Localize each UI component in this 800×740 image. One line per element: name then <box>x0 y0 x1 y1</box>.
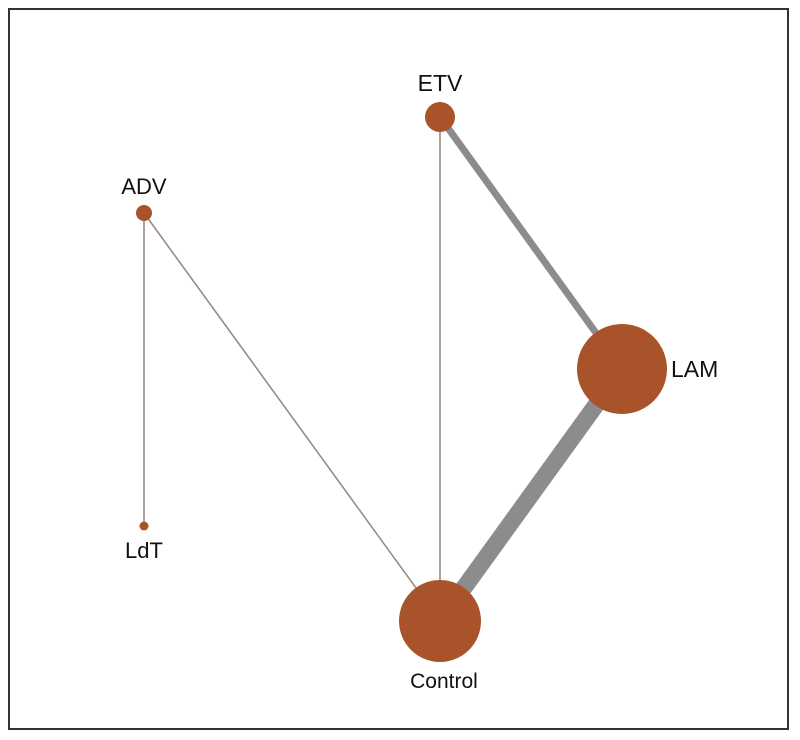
node-lam <box>577 324 667 414</box>
edge-lam-control <box>433 364 629 626</box>
label-ldt: LdT <box>125 538 163 563</box>
edge-adv-control <box>143 212 441 622</box>
node-adv <box>136 205 152 221</box>
node-etv <box>425 102 455 132</box>
node-ldt <box>139 521 149 531</box>
label-control: Control <box>410 670 478 693</box>
node-control <box>399 580 481 662</box>
edge-etv-lam <box>437 114 625 372</box>
label-lam: LAM <box>671 356 718 382</box>
label-adv: ADV <box>121 174 167 199</box>
label-etv: ETV <box>418 70 463 96</box>
